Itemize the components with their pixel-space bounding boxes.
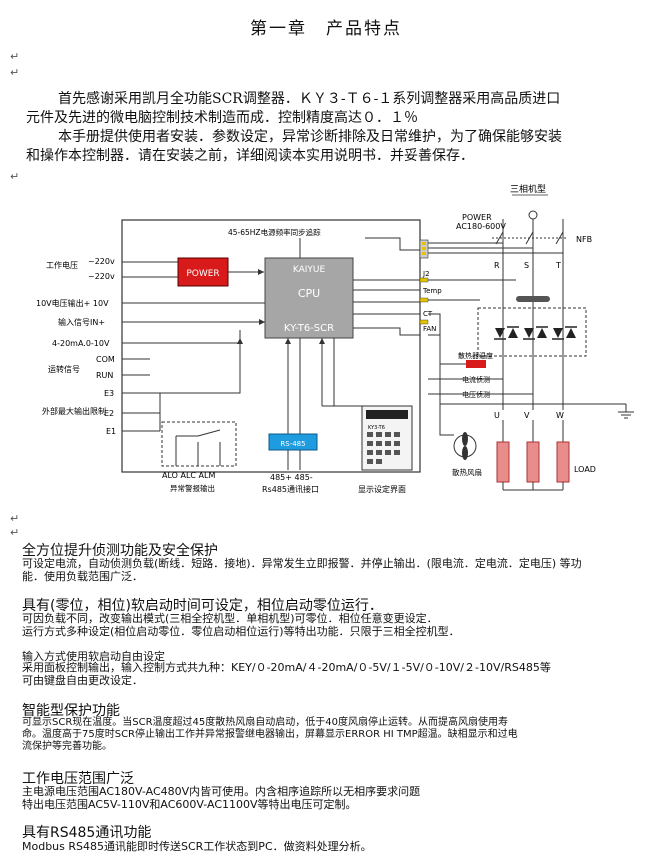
feature-text: 可因负载不同，改变输出模式(三相全控机型．单相机型)可零位．相位任意变更设定． … bbox=[22, 612, 460, 638]
feature-text: 主电源电压范围AC180V-AC480V内皆可使用。内含相序追踪所以无相序要求问… bbox=[22, 785, 420, 811]
feature-line: 流保护等完善功能。 bbox=[22, 741, 112, 752]
fan-icon bbox=[453, 432, 477, 460]
v220b-label: ~220v bbox=[88, 272, 115, 281]
feature-line: 采用面板控制输出，输入控制方式共九种：KEY/０-20mA/４-20mA/０-5… bbox=[22, 661, 551, 674]
input-signal-label: 输入信号IN+ bbox=[58, 317, 105, 327]
wiring-diagram: 三相机型 POWER AC180-600V NFB R S T 45-65HZ电… bbox=[36, 183, 634, 494]
work-voltage-label: 工作电压 bbox=[46, 260, 78, 270]
feature-text: Modbus RS485通讯能即时传送SCR工作状态到PC．做资料处理分析。 bbox=[22, 840, 372, 853]
cpu-block bbox=[264, 257, 354, 339]
intro-p1-line2: 元件及先进的微电脑控制技术制造而成．控制精度高达０．１％ bbox=[26, 110, 418, 126]
phase-w-label: W bbox=[556, 411, 564, 420]
alarm-terminal-label: ALO ALC ALM bbox=[162, 471, 215, 480]
load-resistor-v bbox=[526, 441, 540, 483]
power-label: POWER bbox=[462, 213, 492, 222]
intro-p1-line1: 首先感谢采用凯月全功能SCR调整器．ＫＹ３-Ｔ６-１系列调整器采用高品质进口 bbox=[58, 91, 561, 107]
feature-heading: 具有(零位，相位)软启动时间可设定，相位启动零位运行． bbox=[22, 598, 383, 614]
controller-enclosure bbox=[121, 219, 421, 473]
sync-terminal bbox=[422, 242, 426, 245]
j2-label: J2 bbox=[422, 270, 430, 278]
com-label: COM bbox=[96, 355, 115, 364]
feature-text: 采用面板控制输出，输入控制方式共九种：KEY/０-20mA/４-20mA/０-5… bbox=[22, 661, 551, 687]
alarm-relay bbox=[161, 421, 237, 467]
ct-label: CT bbox=[423, 310, 433, 318]
feature-line: 能．使用负载范围广泛． bbox=[22, 570, 143, 583]
feature-heading: 输入方式使用软启动自由设定 bbox=[22, 650, 165, 663]
return-mark: ↵ bbox=[10, 526, 20, 539]
feature-line: 命。温度高于75度时SCR停止输出工作并异常报警继电器输出，屏幕显示ERROR … bbox=[22, 729, 518, 740]
cpu-model: KY-T6-SCR bbox=[284, 323, 334, 334]
feature-text: 可设定电流，自动侦测负载(断线．短路．接地)．异常发生立即报警．并停止输出．(限… bbox=[22, 557, 582, 583]
rs485-module bbox=[268, 433, 318, 451]
load-resistor-u bbox=[496, 441, 510, 483]
panel-model-label: KY3-T6 bbox=[368, 425, 385, 431]
feature-heading: 智能型保护功能 bbox=[22, 703, 120, 719]
v10-output-label: 10V电压输出+ 10V bbox=[36, 298, 109, 308]
intro-p2-line1: 本手册提供使用者安装．参数设定，异常诊断排除及日常维护，为了确保能够安装 bbox=[58, 129, 562, 145]
e1-label: E1 bbox=[106, 427, 116, 436]
feature-line: 可设定电流，自动侦测负载(断线．短路．接地)．异常发生立即报警．并停止输出．(限… bbox=[22, 557, 582, 570]
scr-thyristor-s bbox=[523, 326, 548, 340]
supply-node bbox=[528, 210, 538, 220]
ct-sensor bbox=[516, 296, 550, 302]
chapter-title: 第一章 产品特点 bbox=[250, 19, 402, 39]
return-mark: ↵ bbox=[10, 512, 20, 525]
v220a-label: ~220v bbox=[88, 257, 115, 266]
feature-heading: 工作电压范围广泛 bbox=[22, 771, 134, 787]
intro-paragraph-1: 首先感谢采用凯月全功能SCR调整器．ＫＹ３-Ｔ６-１系列调整器采用高品质进口 元… bbox=[26, 90, 560, 128]
phase-r-label: R bbox=[494, 261, 500, 270]
rs485-terminal-label: 485+ 485- bbox=[270, 473, 313, 482]
feature-line: Modbus RS485通讯能即时传送SCR工作状态到PC．做资料处理分析。 bbox=[22, 840, 372, 853]
phase-s-label: S bbox=[524, 261, 529, 270]
run-signal-label: 运转信号 bbox=[48, 364, 80, 374]
phase-u-label: U bbox=[494, 411, 500, 420]
alarm-output-label: 异常警报输出 bbox=[170, 483, 215, 493]
feature-heading: 全方位提升侦测功能及安全保护 bbox=[22, 543, 218, 559]
cpu-label: CPU bbox=[298, 287, 320, 300]
return-mark: ↵ bbox=[10, 170, 20, 183]
feature-line: 可因负载不同，改变输出模式(三相全控机型．单相机型)可零位．相位任意变更设定． bbox=[22, 612, 438, 625]
nfb-label: NFB bbox=[576, 235, 592, 244]
phase-t-label: T bbox=[555, 261, 561, 270]
feature-heading: 具有RS485通讯功能 bbox=[22, 825, 152, 841]
temp-sensor bbox=[466, 360, 486, 368]
power-range-label: AC180-600V bbox=[456, 222, 506, 231]
cpu-brand: KAIYUE bbox=[293, 265, 326, 275]
return-mark: ↵ bbox=[10, 66, 20, 79]
three-phase-label: 三相机型 bbox=[510, 183, 546, 195]
feature-line: 运行方式多种设定(相位启动零位．零位启动相位运行)等特出功能．只限于三相全控机型… bbox=[22, 625, 460, 638]
load-resistor-w bbox=[556, 441, 570, 483]
sync-note: 45-65HZ电源频率同步追踪 bbox=[228, 227, 321, 237]
intro-p2-line2: 和操作本控制器．请在安装之前，详细阅读本实用说明书．并妥善保存． bbox=[26, 148, 474, 164]
heatsink-temp-label: 散热器温度 bbox=[458, 351, 493, 360]
load-label: LOAD bbox=[574, 465, 596, 474]
feature-line: 主电源电压范围AC180V-AC480V内皆可使用。内含相序追踪所以无相序要求问… bbox=[22, 785, 421, 798]
display-label: 显示设定界面 bbox=[358, 484, 406, 494]
ext-limit-label: 外部最大输出限制 bbox=[42, 406, 106, 416]
scr-thyristor-r bbox=[494, 326, 519, 340]
scr-module-outline bbox=[477, 307, 587, 357]
return-mark: ↵ bbox=[10, 50, 20, 63]
e3-label: E3 bbox=[104, 389, 114, 398]
scr-thyristor-t bbox=[552, 326, 577, 340]
phase-v-label: V bbox=[524, 411, 530, 420]
fan-terminal-label: FAN bbox=[423, 325, 436, 333]
fan-label: 散热风扇 bbox=[452, 467, 482, 477]
temp-label: Temp bbox=[422, 287, 442, 295]
e2-label: E2 bbox=[104, 409, 114, 418]
rs485-module-label: RS-485 bbox=[280, 440, 305, 448]
feature-line: 可由键盘自由更改设定． bbox=[22, 674, 143, 687]
run-label: RUN bbox=[96, 371, 113, 380]
rs485-port-label: Rs485通讯接口 bbox=[262, 484, 319, 494]
intro-paragraph-2: 本手册提供使用者安装．参数设定，异常诊断排除及日常维护，为了确保能够安装 和操作… bbox=[26, 128, 562, 166]
ma-range-label: 4-20mA.0-10V bbox=[52, 339, 110, 348]
feature-line: 特出电压范围AC5V-110V和AC600V-AC1100V等特出电压可定制。 bbox=[22, 798, 357, 811]
feature-line: 可显示SCR现在温度。当SCR温度超过45度散热风扇自动启动，低于40度风扇停止… bbox=[22, 717, 509, 728]
power-block-label: POWER bbox=[186, 269, 219, 279]
feature-text: 可显示SCR现在温度。当SCR温度超过45度散热风扇自动启动，低于40度风扇停止… bbox=[22, 717, 518, 753]
